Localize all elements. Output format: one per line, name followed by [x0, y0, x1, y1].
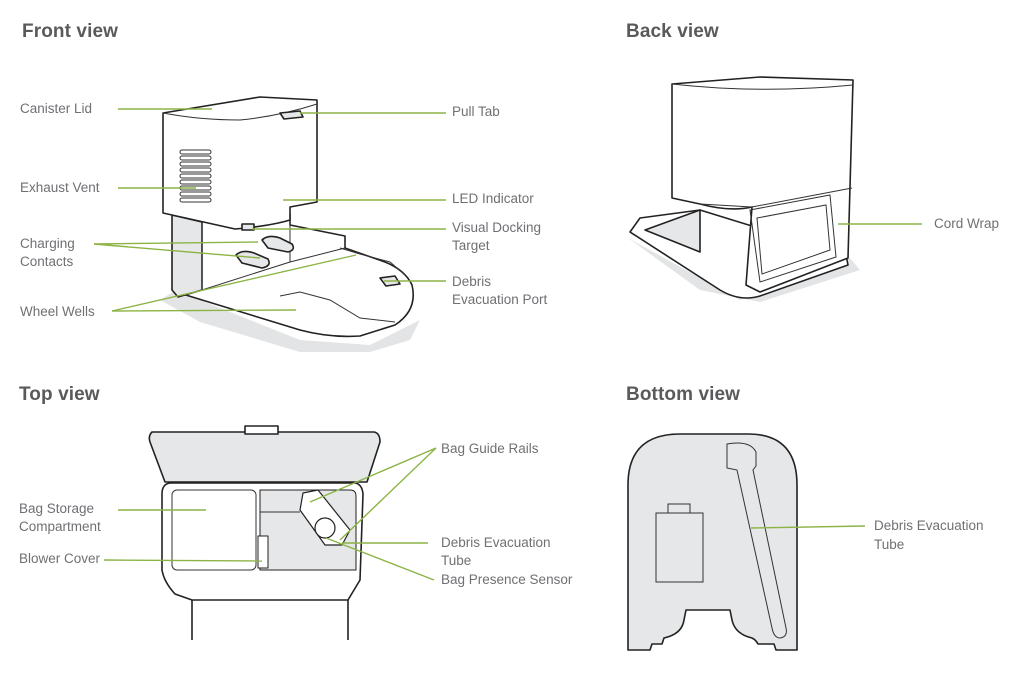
bottom-base — [627, 433, 798, 651]
front-lower-left-panel — [171, 214, 203, 298]
charging-contact-lower — [235, 250, 270, 269]
leader-wheel-wells-a — [111, 254, 357, 312]
leader-bag-guide-rails-a — [309, 447, 437, 503]
label-debris-evacuation-tube-top-line1: Debris Evacuation — [441, 535, 551, 550]
bottom-view-illustration — [627, 433, 866, 651]
label-blower-cover: Blower Cover — [19, 551, 101, 566]
label-debris-evacuation-port-line1: Debris — [452, 274, 492, 289]
front-view-illustration — [93, 96, 446, 352]
label-bag-storage-line1: Bag Storage — [19, 501, 95, 516]
pull-tab-shape — [279, 110, 304, 120]
leader-debris-evacuation-tube-bottom — [750, 525, 866, 529]
top-lid — [148, 431, 381, 483]
label-visual-docking-target-line2: Target — [452, 238, 490, 253]
blower-cover-shape — [257, 535, 269, 569]
label-bag-storage-line2: Compartment — [19, 519, 101, 534]
bag-storage-compartment — [171, 489, 257, 571]
label-led-indicator: LED Indicator — [452, 191, 534, 206]
leader-bag-presence-sensor — [325, 537, 435, 581]
label-charging-contacts-line1: Charging — [20, 236, 75, 251]
front-base — [175, 211, 414, 338]
back-view-title: Back view — [626, 21, 719, 42]
label-charging-contacts-line2: Contacts — [20, 254, 74, 269]
canister-lid-edge — [162, 103, 318, 121]
charging-contact-upper — [261, 235, 295, 253]
front-view-title: Front view — [22, 21, 119, 42]
top-view-illustration — [103, 425, 437, 640]
label-visual-docking-target-line1: Visual Docking — [452, 220, 542, 235]
rear-wheel-well — [339, 247, 406, 276]
bottom-view-title: Bottom view — [626, 384, 741, 405]
label-exhaust-vent: Exhaust Vent — [20, 180, 100, 195]
label-bag-guide-rails: Bag Guide Rails — [441, 441, 539, 456]
label-bag-presence-sensor: Bag Presence Sensor — [441, 572, 573, 587]
label-wheel-wells: Wheel Wells — [20, 304, 95, 319]
leader-wheel-wells-b — [111, 309, 297, 312]
front-shadow — [160, 290, 420, 352]
leader-bag-guide-rails-b — [339, 447, 437, 541]
cord-wrap-frame — [749, 194, 837, 283]
back-base-inner — [644, 209, 701, 253]
front-wheel-well — [279, 291, 396, 323]
leader-charging-contacts-b — [93, 243, 261, 259]
label-pull-tab: Pull Tab — [452, 104, 500, 119]
visual-docking-target-shape — [241, 223, 255, 231]
top-view-title: Top view — [19, 384, 100, 405]
label-debris-evacuation-tube-bottom-line2: Tube — [874, 537, 905, 552]
label-debris-evacuation-tube-top-line2: Tube — [441, 553, 472, 568]
leader-blower-cover — [103, 559, 263, 562]
top-lid-tab — [244, 425, 279, 435]
debris-tube-opening — [314, 517, 336, 539]
label-canister-lid: Canister Lid — [20, 101, 93, 116]
label-cord-wrap: Cord Wrap — [934, 216, 1000, 231]
bottom-debris-tube — [726, 442, 787, 639]
label-debris-evacuation-tube-bottom-line1: Debris Evacuation — [874, 518, 984, 533]
back-view-illustration — [628, 76, 922, 302]
leader-charging-contacts-a — [93, 241, 259, 245]
label-debris-evacuation-port-line2: Evacuation Port — [452, 292, 548, 307]
